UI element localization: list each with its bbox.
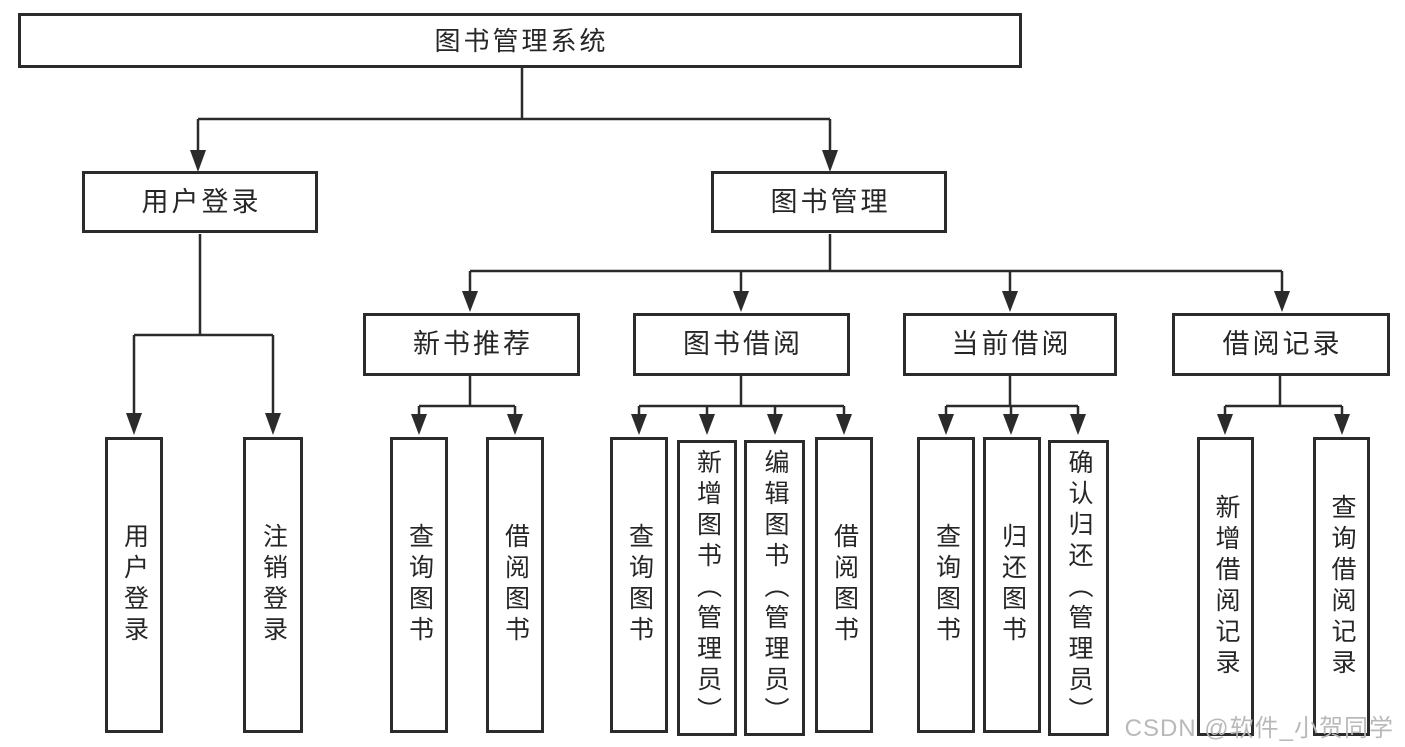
leaf-query-borrow-record: 查询借阅记录 xyxy=(1313,437,1370,736)
leaf-query-books-borrowing: 查询图书 xyxy=(610,437,668,733)
node-new-book-recommend-label: 新书推荐 xyxy=(413,329,533,359)
node-current-borrowing-label: 当前借阅 xyxy=(951,329,1072,359)
leaf-query-books-recommend-label: 查询图书 xyxy=(405,523,434,647)
node-library-system-label: 图书管理系统 xyxy=(434,25,609,56)
leaf-add-books-admin-label: 新增图书（管理员） xyxy=(693,448,722,728)
leaf-edit-books-admin-label: 编辑图书（管理员） xyxy=(761,448,789,728)
leaf-borrow-books-label: 借阅图书 xyxy=(830,523,859,647)
leaf-borrow-books: 借阅图书 xyxy=(815,437,873,733)
node-user-login-label: 用户登录 xyxy=(141,186,262,217)
node-book-management-label: 图书管理 xyxy=(770,186,891,217)
leaf-query-books-recommend: 查询图书 xyxy=(390,437,448,733)
node-borrowing-records-label: 借阅记录 xyxy=(1222,329,1343,359)
node-book-borrowing: 图书借阅 xyxy=(633,313,850,376)
node-library-system: 图书管理系统 xyxy=(18,13,1022,68)
leaf-borrow-books-recommend-label: 借阅图书 xyxy=(501,523,530,647)
leaf-logout-label: 注销登录 xyxy=(259,523,288,647)
leaf-return-books-label: 归还图书 xyxy=(998,523,1027,647)
leaf-borrow-books-recommend: 借阅图书 xyxy=(486,437,544,733)
leaf-query-books-current: 查询图书 xyxy=(917,437,975,733)
node-user-login: 用户登录 xyxy=(82,171,318,233)
leaf-query-books-current-label: 查询图书 xyxy=(932,523,961,647)
csdn-watermark: CSDN @软件_小贺同学 xyxy=(1124,715,1394,742)
node-borrowing-records: 借阅记录 xyxy=(1172,313,1390,376)
leaf-confirm-return-admin-label: 确认归还（管理员） xyxy=(1065,448,1093,728)
leaf-user-login: 用户登录 xyxy=(105,437,163,733)
node-book-management: 图书管理 xyxy=(711,171,947,233)
node-new-book-recommend: 新书推荐 xyxy=(363,313,580,376)
leaf-user-login-label: 用户登录 xyxy=(120,523,149,647)
leaf-return-books: 归还图书 xyxy=(983,437,1041,733)
node-book-borrowing-label: 图书借阅 xyxy=(683,329,803,359)
leaf-logout: 注销登录 xyxy=(243,437,303,733)
leaf-query-borrow-record-label: 查询借阅记录 xyxy=(1328,493,1356,680)
leaf-confirm-return-admin: 确认归还（管理员） xyxy=(1048,440,1109,736)
leaf-add-books-admin: 新增图书（管理员） xyxy=(677,440,737,736)
leaf-add-borrow-record: 新增借阅记录 xyxy=(1197,437,1254,736)
node-current-borrowing: 当前借阅 xyxy=(903,313,1117,376)
leaf-add-borrow-record-label: 新增借阅记录 xyxy=(1212,493,1240,680)
leaf-query-books-borrowing-label: 查询图书 xyxy=(625,523,654,647)
leaf-edit-books-admin: 编辑图书（管理员） xyxy=(744,440,805,736)
